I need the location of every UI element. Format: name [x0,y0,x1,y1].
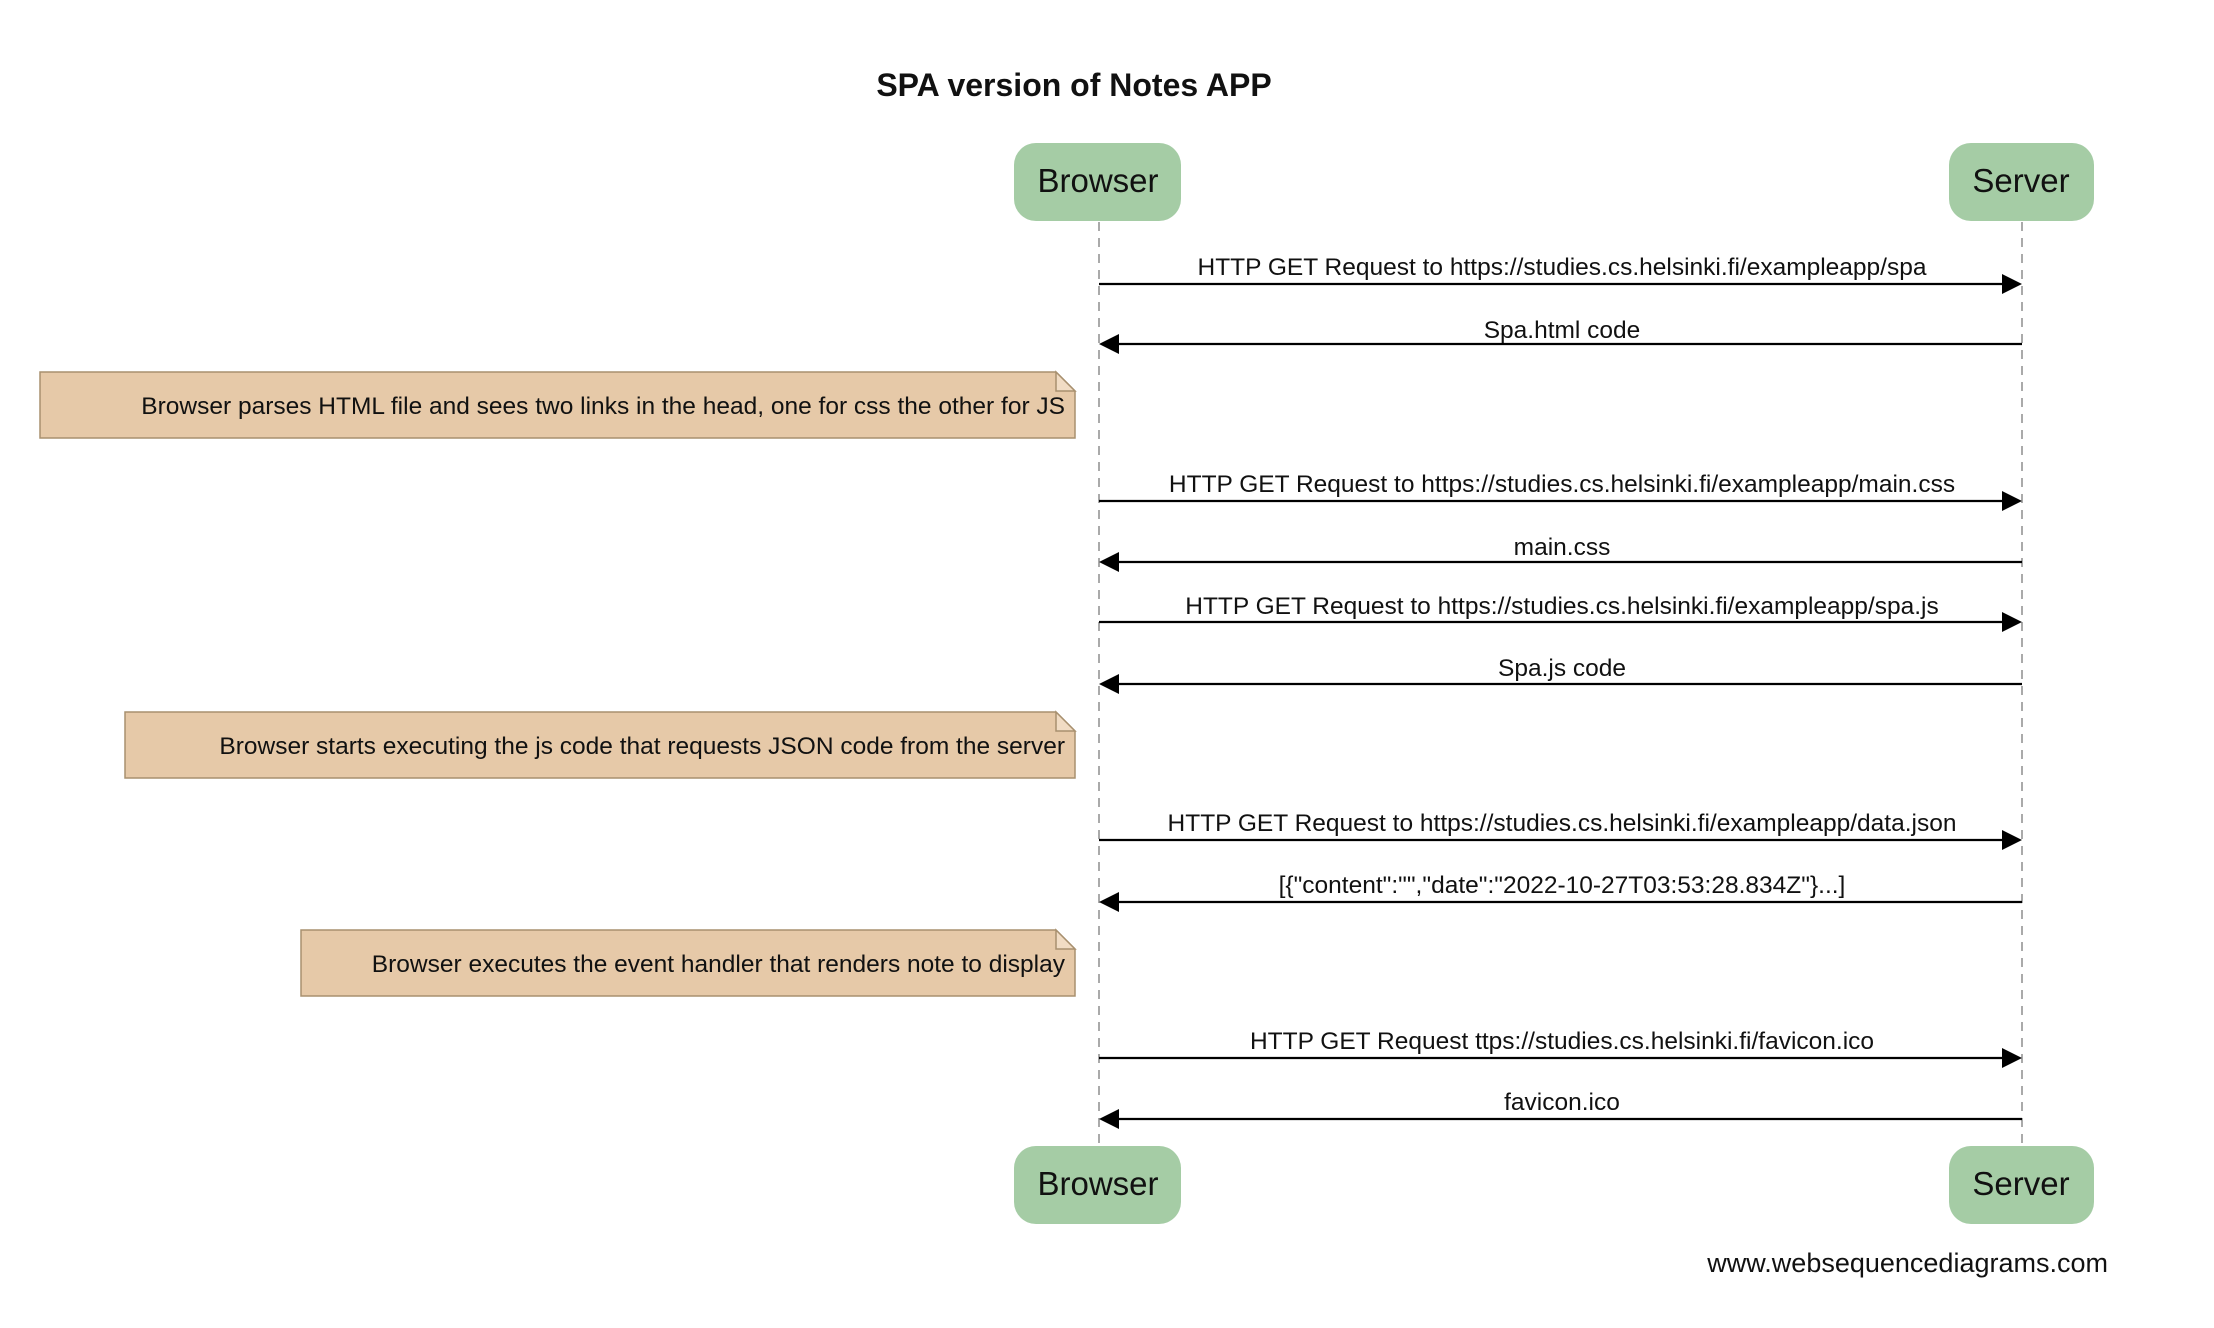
message-arrow: main.css [1099,534,2022,572]
arrowhead-icon [2002,274,2022,294]
note: Browser executes the event handler that … [300,928,1077,997]
actor-server-top: Server [1949,143,2094,221]
arrowhead-icon [1099,552,1119,572]
actor-label: Server [1972,1165,2069,1202]
note-text: Browser executes the event handler that … [372,951,1066,978]
message-label: Spa.js code [1498,655,1626,682]
message-label: [{"content":"","date":"2022-10-27T03:53:… [1279,872,1846,899]
message-arrow: HTTP GET Request to https://studies.cs.h… [1099,810,2022,850]
footer-credit: www.websequencediagrams.com [1706,1248,2108,1278]
message-arrow: HTTP GET Request to https://studies.cs.h… [1099,593,2022,632]
message-arrow: HTTP GET Request ttps://studies.cs.helsi… [1099,1028,2022,1068]
message-label: favicon.ico [1504,1089,1620,1116]
arrowhead-icon [1099,1109,1119,1129]
note-text: Browser parses HTML file and sees two li… [141,393,1065,420]
arrowhead-icon [1099,334,1119,354]
message-label: HTTP GET Request to https://studies.cs.h… [1185,593,1939,620]
message-arrow: Spa.html code [1099,317,2022,354]
actor-server-bottom: Server [1949,1146,2094,1224]
actor-browser-bottom: Browser [1014,1146,1181,1224]
actor-label: Browser [1037,162,1158,199]
message-label: main.css [1514,534,1611,561]
actor-label: Server [1972,162,2069,199]
message-label: HTTP GET Request ttps://studies.cs.helsi… [1250,1028,1874,1055]
message-arrow: HTTP GET Request to https://studies.cs.h… [1099,254,2022,294]
message-label: HTTP GET Request to https://studies.cs.h… [1168,810,1957,837]
arrowhead-icon [2002,491,2022,511]
note: Browser starts executing the js code tha… [124,710,1077,779]
message-label: HTTP GET Request to https://studies.cs.h… [1169,471,1955,498]
message-arrow: HTTP GET Request to https://studies.cs.h… [1099,471,2022,511]
note: Browser parses HTML file and sees two li… [39,370,1077,439]
message-label: Spa.html code [1484,317,1641,344]
arrowhead-icon [2002,612,2022,632]
message-arrow: Spa.js code [1099,655,2022,694]
message-label: HTTP GET Request to https://studies.cs.h… [1198,254,1927,281]
actor-browser-top: Browser [1014,143,1181,221]
message-arrow: favicon.ico [1099,1089,2022,1129]
arrowhead-icon [1099,674,1119,694]
arrowhead-icon [2002,830,2022,850]
note-text: Browser starts executing the js code tha… [219,733,1065,760]
arrowhead-icon [1099,892,1119,912]
arrowhead-icon [2002,1048,2022,1068]
message-arrow: [{"content":"","date":"2022-10-27T03:53:… [1099,872,2022,912]
actor-label: Browser [1037,1165,1158,1202]
diagram-title: SPA version of Notes APP [876,67,1271,103]
